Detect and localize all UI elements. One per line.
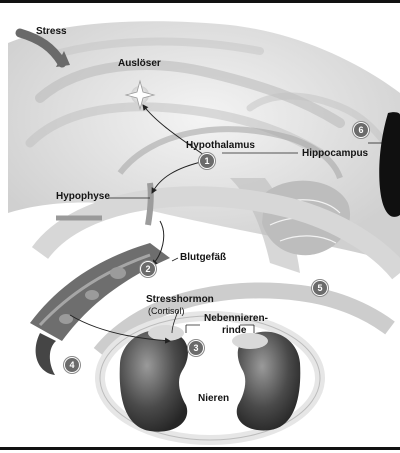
- diagram-artwork: [0, 3, 400, 453]
- label-hippocampus: Hippocampus: [302, 149, 368, 159]
- label-stress-hormone: Stresshormon: [146, 295, 214, 305]
- marker-2: 2: [140, 261, 156, 277]
- marker-5: 5: [312, 280, 328, 296]
- label-stress: Stress: [36, 27, 67, 37]
- label-kidneys: Nieren: [198, 394, 229, 404]
- label-hypothalamus: Hypothalamus: [186, 141, 255, 151]
- label-adrenal-cortex-2: rinde: [222, 326, 246, 336]
- label-adrenal-cortex-1: Nebennieren-: [204, 314, 268, 324]
- vessel-leader: [172, 258, 178, 261]
- marker-6: 6: [353, 122, 369, 138]
- label-blood-vessel: Blutgefäß: [180, 253, 226, 263]
- marker-1: 1: [199, 153, 215, 169]
- marker-3: 3: [188, 340, 204, 356]
- label-pituitary: Hypophyse: [56, 192, 110, 202]
- kidney-right: [232, 332, 300, 431]
- label-cortisol: (Cortisol): [148, 307, 185, 316]
- label-trigger: Auslöser: [118, 59, 161, 69]
- pituitary-stalk: [148, 183, 151, 225]
- marker-4: 4: [64, 357, 80, 373]
